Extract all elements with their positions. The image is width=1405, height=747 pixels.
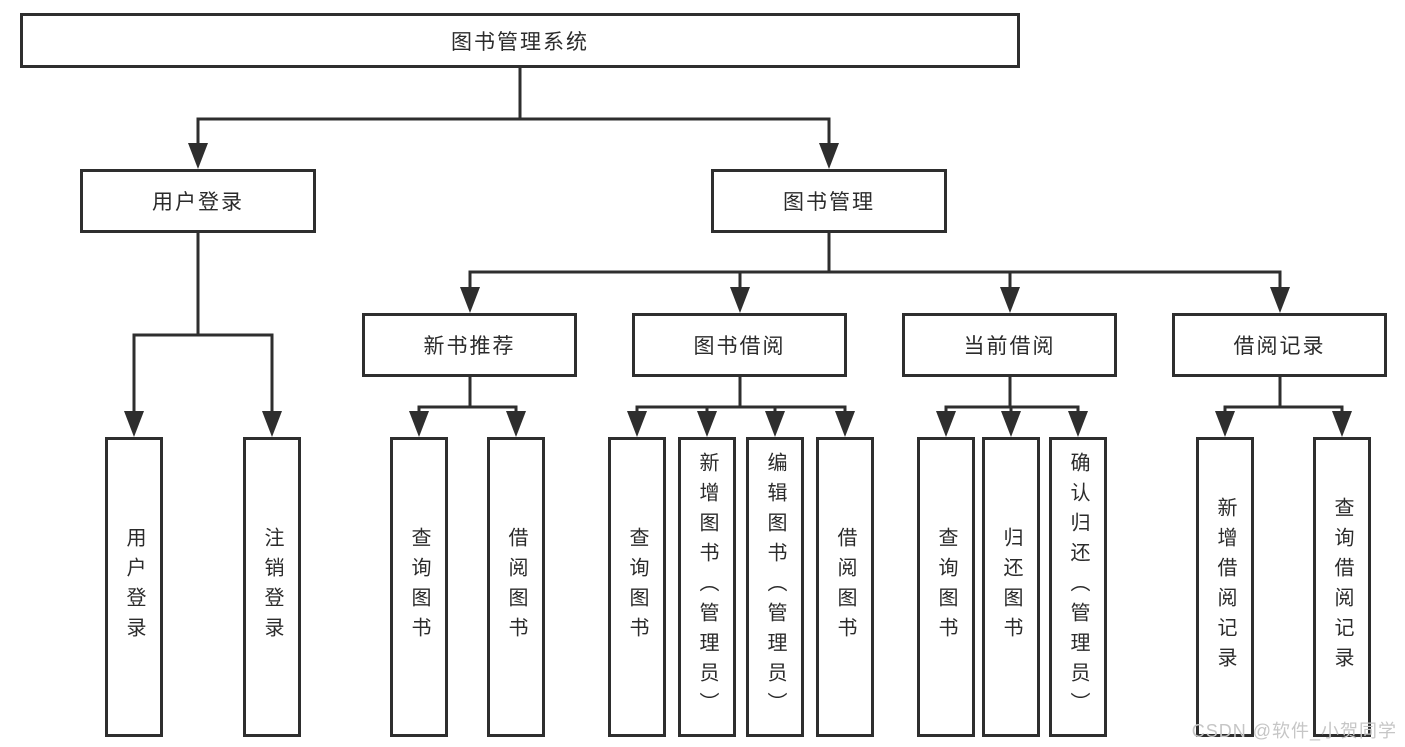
- leaf-newbook-borrow-books: 借阅图书: [487, 437, 545, 737]
- node-label: 注销登录: [261, 527, 283, 647]
- node-borrow-records: 借阅记录: [1172, 313, 1387, 377]
- leaf-records-add-record: 新增借阅记录: [1196, 437, 1254, 737]
- node-label: 用户登录: [152, 191, 244, 214]
- node-label: 查询借阅记录: [1331, 497, 1353, 677]
- node-user-login: 用户登录: [80, 169, 316, 233]
- node-label: 新书推荐: [423, 335, 516, 358]
- node-current-borrow: 当前借阅: [902, 313, 1117, 377]
- node-label: 查询图书: [626, 527, 648, 647]
- leaf-newbook-query-books: 查询图书: [390, 437, 448, 737]
- leaf-borrow-add-books-admin: 新增图书（管理员）: [678, 437, 736, 737]
- node-book-borrow: 图书借阅: [632, 313, 847, 377]
- node-book-management: 图书管理: [711, 169, 947, 233]
- node-label: 用户登录: [123, 527, 145, 647]
- leaf-borrow-edit-books-admin: 编辑图书（管理员）: [746, 437, 804, 737]
- leaf-borrow-query-books: 查询图书: [608, 437, 666, 737]
- node-label: 新增借阅记录: [1214, 497, 1236, 677]
- node-label: 归还图书: [1000, 527, 1022, 647]
- leaf-current-return-books: 归还图书: [982, 437, 1040, 737]
- node-new-book-recommend: 新书推荐: [362, 313, 577, 377]
- arrowheads: [124, 143, 1352, 437]
- leaf-borrow-borrow-books: 借阅图书: [816, 437, 874, 737]
- csdn-watermark: CSDN @软件_小贺同学: [1191, 721, 1397, 741]
- node-label: 确认归还（管理员）: [1067, 452, 1089, 722]
- node-label: 编辑图书（管理员）: [764, 452, 786, 722]
- node-label: 新增图书（管理员）: [696, 452, 718, 722]
- node-label: 图书管理系统: [451, 30, 589, 54]
- node-label: 查询图书: [935, 527, 957, 647]
- leaf-current-confirm-return-admin: 确认归还（管理员）: [1049, 437, 1107, 737]
- leaf-user-login: 用户登录: [105, 437, 163, 737]
- node-label: 图书管理: [783, 191, 875, 214]
- leaf-logout: 注销登录: [243, 437, 301, 737]
- node-label: 当前借阅: [963, 335, 1056, 358]
- leaf-current-query-books: 查询图书: [917, 437, 975, 737]
- node-label: 借阅图书: [834, 527, 856, 647]
- node-label: 查询图书: [408, 527, 430, 647]
- node-library-management-system: 图书管理系统: [20, 13, 1020, 68]
- node-label: 图书借阅: [693, 335, 786, 358]
- node-label: 借阅图书: [505, 527, 527, 647]
- node-label: 借阅记录: [1233, 335, 1326, 358]
- leaf-records-query-record: 查询借阅记录: [1313, 437, 1371, 737]
